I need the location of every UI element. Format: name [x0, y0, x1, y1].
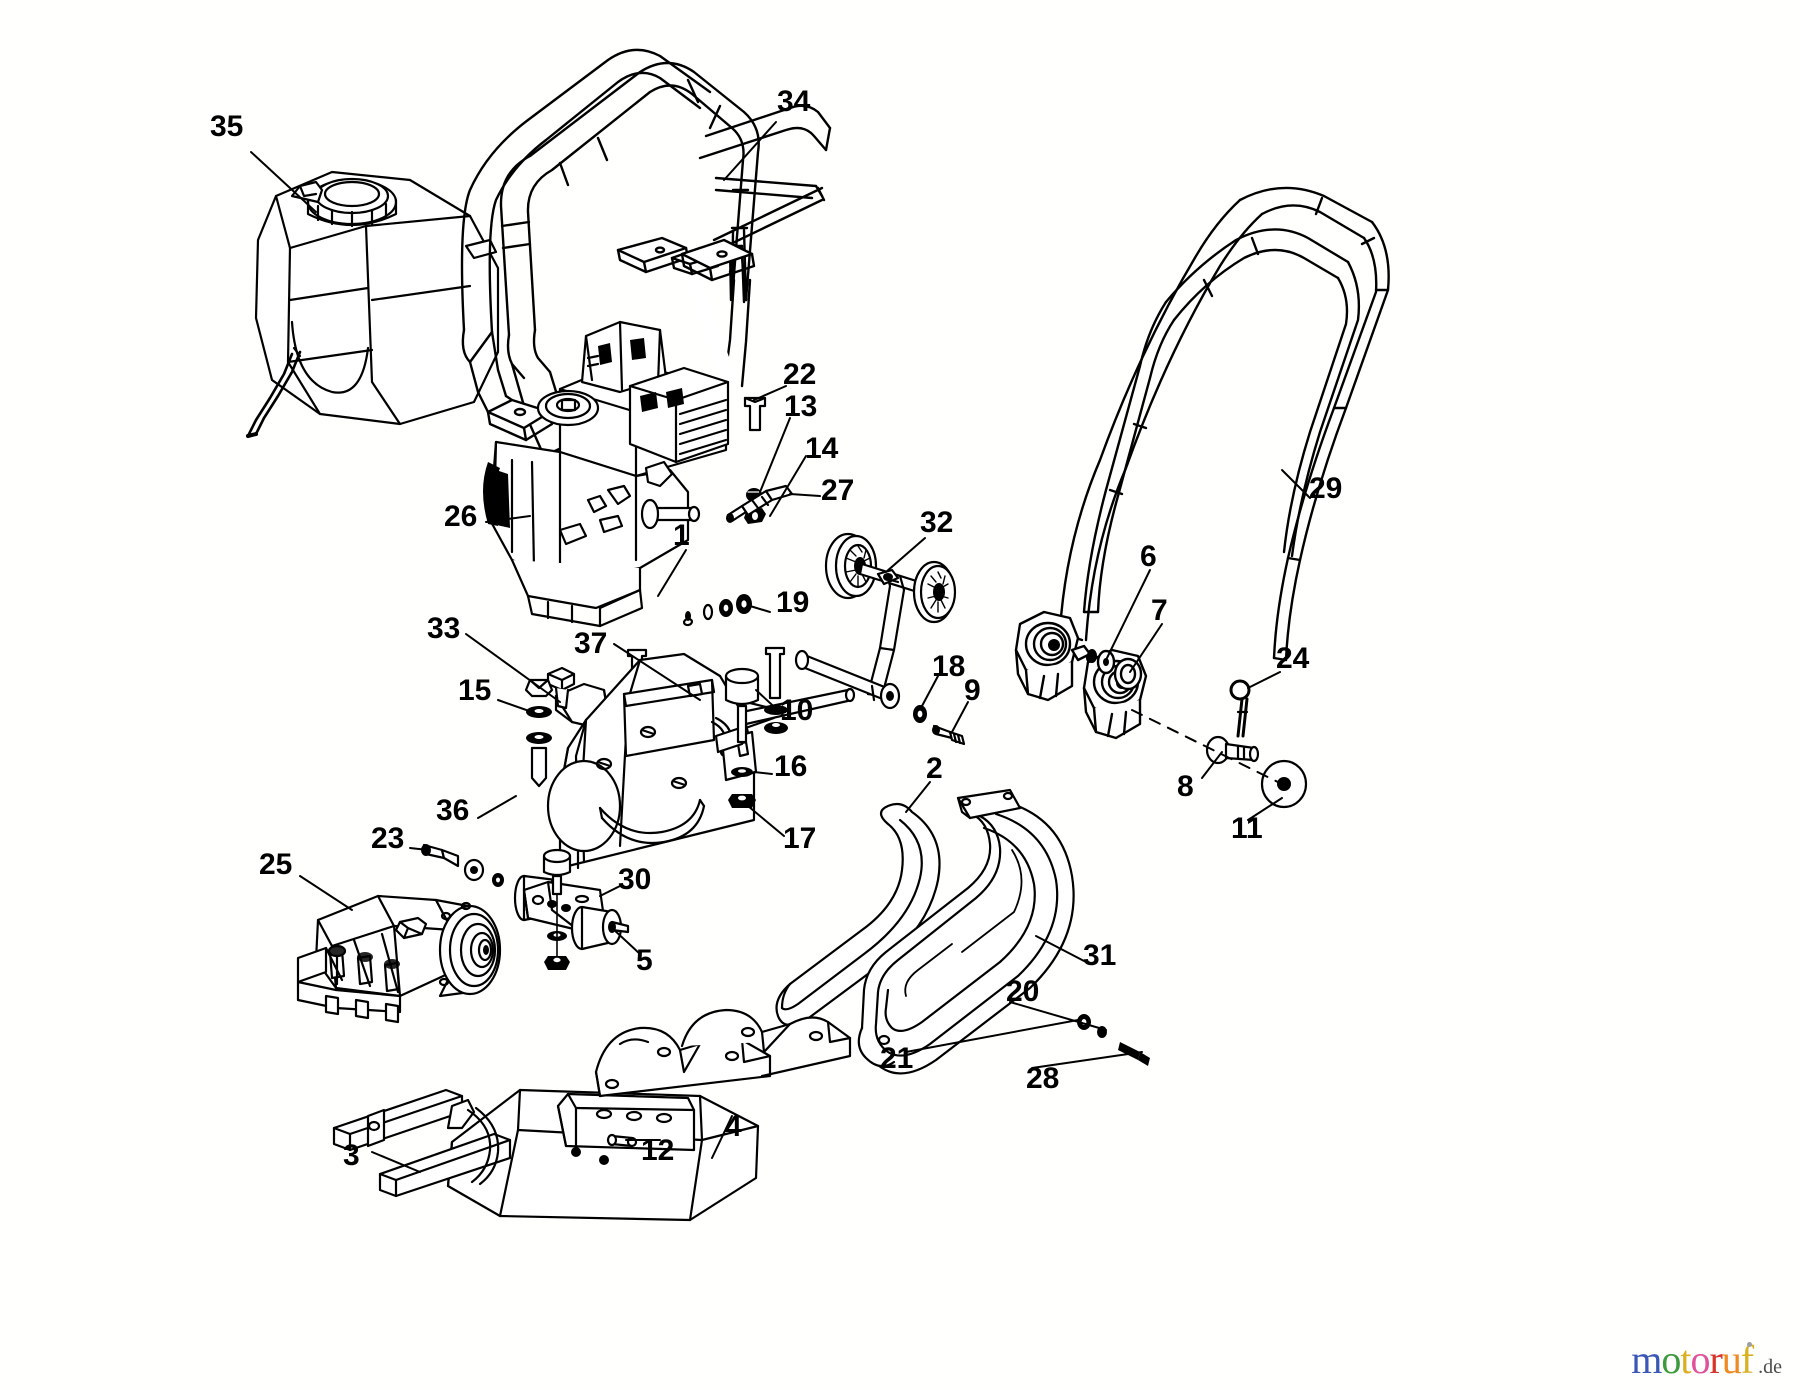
part-19-hardware-kit — [685, 594, 752, 621]
watermark-letter: r — [1709, 1337, 1722, 1382]
callout-belt-guard: 31 — [1083, 939, 1117, 972]
part-22-hex-bolt — [743, 396, 767, 432]
part-5-clutch-shoe — [570, 905, 630, 951]
callout-spacer-washer: 18 — [932, 650, 966, 683]
watermark-dot-icon — [1747, 1342, 1753, 1347]
part-10-isolator-mount — [724, 667, 760, 744]
callout-lock-nut: 17 — [783, 822, 817, 855]
callout-hex-nut: 14 — [805, 432, 839, 465]
callout-base-plate-bolt: 12 — [641, 1134, 675, 1167]
watermark-tld: .de — [1758, 1356, 1782, 1378]
callout-base-plate-extension-rail: 3 — [343, 1139, 360, 1172]
watermark-letter: o — [1661, 1337, 1681, 1382]
part-31-belt-guard — [857, 788, 1075, 1075]
callout-transport-wheel-kit: 32 — [920, 506, 954, 539]
callout-clutch-shoe-assembly: 5 — [636, 944, 653, 977]
callout-washer-flat: 11 — [1231, 812, 1263, 845]
callout-frame-housing: 36 — [436, 794, 470, 827]
callout-cotter-pin: 24 — [1276, 642, 1310, 675]
part-26-engine — [483, 320, 730, 628]
part-25-exciter-assembly — [296, 894, 502, 1024]
hardware-stack-right — [764, 646, 788, 734]
callout-engine-mount-bolt: 1 — [673, 519, 690, 552]
callout-shoulder-pin: 8 — [1177, 770, 1194, 803]
part-9-axle-bolt — [932, 724, 966, 746]
part-16-flat-washer — [731, 767, 753, 777]
watermark-letter: m — [1631, 1337, 1662, 1382]
callout-hardware-kit: 19 — [776, 586, 810, 619]
part-4-base-plate — [446, 1008, 852, 1222]
callout-shoulder-bolt-washer-set: 15 — [458, 674, 492, 707]
callout-water-tank: 35 — [210, 110, 244, 143]
callout-engine-mount-bracket-right: 37 — [574, 627, 608, 660]
watermark-letter: u — [1721, 1337, 1742, 1382]
callout-engine-mount-bracket-left: 33 — [427, 612, 461, 645]
watermark-letter: f — [1740, 1337, 1754, 1382]
part-36-frame-housing — [546, 617, 758, 870]
part-17-lock-nut — [728, 794, 756, 808]
part-35-water-tank — [246, 170, 500, 438]
part-18-spacer-washer — [913, 705, 927, 723]
callout-roll-bar-lifting-frame: 34 — [777, 85, 811, 118]
part-32-wheel-kit — [794, 532, 957, 710]
part-2-drive-belt — [775, 802, 941, 1027]
part-8-shoulder-pin — [1205, 735, 1260, 765]
callout-vibration-isolator-mount: 10 — [780, 694, 814, 727]
callout-exciter-vibrator-assembly: 25 — [259, 848, 293, 881]
callout-guard-spacer: 20 — [1006, 975, 1040, 1008]
callout-guard-washer: 21 — [880, 1042, 914, 1075]
watermark-letter: t — [1680, 1337, 1691, 1382]
callout-handle-assembly: 29 — [1309, 472, 1343, 505]
callout-engine: 26 — [444, 500, 478, 533]
part-24-cotter-pin — [1229, 679, 1251, 738]
part-34-roll-bar — [460, 48, 832, 470]
motoruf-watermark: motoruf.de — [1631, 1340, 1782, 1380]
callout-hex-bolt: 22 — [783, 358, 817, 391]
callout-drive-belt: 2 — [926, 752, 943, 785]
callout-clutch-bolt: 23 — [371, 822, 405, 855]
callout-axle-shaft: 27 — [821, 474, 855, 507]
callout-axle-bolt: 9 — [964, 674, 981, 707]
callout-lock-washer: 13 — [784, 390, 818, 423]
callout-guard-bolt: 28 — [1026, 1062, 1060, 1095]
callout-base-plate: 4 — [725, 1110, 742, 1143]
callout-handle-pivot-bushing: 7 — [1151, 594, 1168, 627]
part-29-handle-assembly — [1014, 186, 1390, 740]
watermark-letter: o — [1690, 1337, 1710, 1382]
callout-flat-washer: 16 — [774, 750, 808, 783]
part-3-base-plate-rail — [332, 1088, 512, 1198]
callout-handle-pivot-washer: 6 — [1140, 540, 1157, 573]
callout-clutch-bracket: 30 — [618, 863, 652, 896]
